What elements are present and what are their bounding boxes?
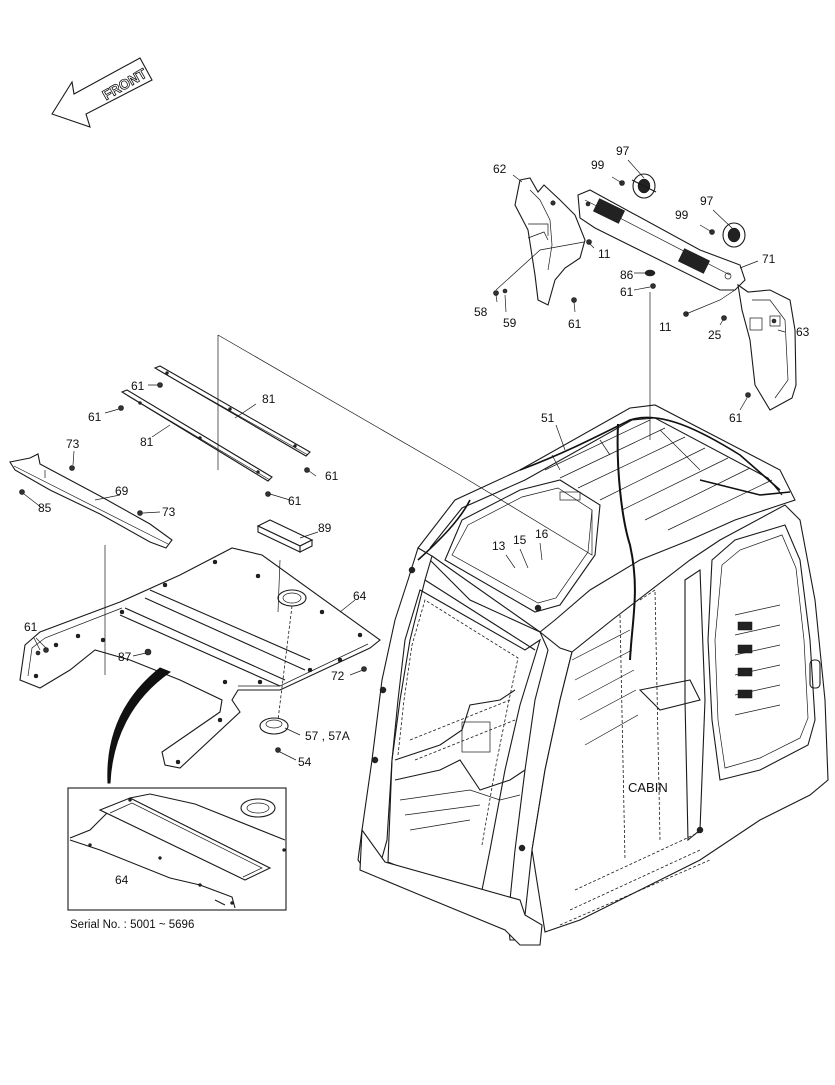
rear-left-trim-62 bbox=[514, 177, 586, 306]
cabin-structure bbox=[357, 404, 829, 946]
speaker-97-upper bbox=[619, 173, 657, 199]
label-69: 69 bbox=[115, 484, 129, 498]
label-97-lower: 97 bbox=[700, 194, 714, 208]
label-99-lower: 99 bbox=[675, 208, 689, 222]
label-72: 72 bbox=[331, 669, 345, 683]
label-25: 25 bbox=[708, 328, 722, 342]
label-62: 62 bbox=[493, 162, 507, 176]
label-51: 51 bbox=[541, 411, 555, 425]
label-63: 63 bbox=[796, 325, 810, 339]
label-61-rail-top: 61 bbox=[131, 379, 145, 393]
label-61-rail-right: 61 bbox=[325, 469, 339, 483]
label-11-upper: 11 bbox=[598, 247, 611, 261]
label-61-trim: 61 bbox=[568, 317, 582, 331]
label-61-center: 61 bbox=[620, 285, 634, 299]
headliner-screw-dots bbox=[33, 559, 363, 765]
label-13: 13 bbox=[492, 539, 506, 553]
rail-81-lower bbox=[120, 389, 273, 482]
label-64-detail: 64 bbox=[115, 873, 129, 887]
label-81-lower: 81 bbox=[140, 435, 154, 449]
rear-trim-fasteners bbox=[493, 239, 751, 398]
label-61-headliner: 61 bbox=[24, 620, 38, 634]
label-57-57a: 57 , 57A bbox=[305, 729, 350, 743]
label-87: 87 bbox=[118, 650, 132, 664]
speaker-97-lower bbox=[709, 222, 746, 248]
rear-center-trim-71 bbox=[577, 189, 746, 291]
label-73-lower: 73 bbox=[162, 505, 176, 519]
label-15: 15 bbox=[513, 533, 527, 547]
label-61-rail-bottom: 61 bbox=[288, 494, 302, 508]
label-61-right: 61 bbox=[729, 411, 743, 425]
rail-81-upper bbox=[153, 365, 311, 457]
detail-callout-arrow bbox=[107, 667, 172, 784]
label-58: 58 bbox=[474, 305, 488, 319]
rear-right-trim-63 bbox=[737, 283, 797, 411]
headliner-64 bbox=[19, 547, 381, 769]
label-61-rail-left: 61 bbox=[88, 410, 102, 424]
label-59: 59 bbox=[503, 316, 517, 330]
label-81-upper: 81 bbox=[262, 392, 276, 406]
detail-inset bbox=[67, 787, 287, 911]
label-99-upper: 99 bbox=[591, 158, 605, 172]
label-71: 71 bbox=[762, 252, 776, 266]
leader-lines bbox=[23, 159, 786, 761]
serial-number-note: Serial No. : 5001 ~ 5696 bbox=[70, 919, 194, 931]
label-85: 85 bbox=[38, 501, 52, 515]
label-16: 16 bbox=[535, 527, 549, 541]
front-arrow-label: FRONT bbox=[100, 65, 150, 103]
dome-lamp-57 bbox=[35, 647, 289, 753]
label-86: 86 bbox=[620, 268, 634, 282]
front-direction-arrow: FRONT bbox=[51, 57, 153, 128]
part-labels: 97 99 62 97 99 11 71 86 61 58 59 61 11 2… bbox=[24, 144, 810, 931]
pad-89 bbox=[256, 519, 314, 553]
label-89: 89 bbox=[318, 521, 332, 535]
label-73-upper: 73 bbox=[66, 437, 80, 451]
label-64: 64 bbox=[353, 589, 367, 603]
label-11-lower: 11 bbox=[659, 320, 672, 334]
label-97-upper: 97 bbox=[616, 144, 630, 158]
label-54: 54 bbox=[298, 755, 312, 769]
cabin-label: CABIN bbox=[628, 780, 668, 795]
bracket-69 bbox=[9, 453, 173, 549]
